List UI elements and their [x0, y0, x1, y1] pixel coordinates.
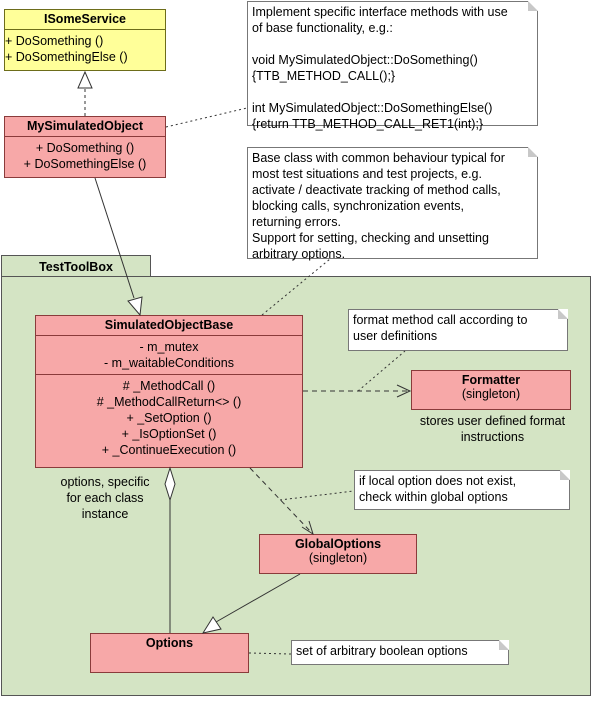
- note-anchor-line: [279, 490, 355, 501]
- class-options[interactable]: Options: [90, 633, 249, 673]
- dependency-arrowhead: [301, 520, 314, 536]
- note-line: {return TTB_METHOD_CALL_RET1(int);}: [252, 117, 484, 131]
- operation: # _MethodCall (): [122, 379, 216, 393]
- note-line: user definitions: [353, 329, 438, 343]
- realization-arrowhead: [77, 70, 93, 89]
- note-anchor-line: [248, 652, 292, 655]
- operation: # _MethodCallReturn<> (): [96, 395, 242, 409]
- operation: + _SetOption (): [126, 411, 212, 425]
- caption-line: stores user defined format: [419, 414, 566, 428]
- class-name: Formatter: [461, 373, 521, 387]
- options-caption: options, specific for each class instanc…: [40, 474, 170, 522]
- note-anchor-line: [261, 258, 331, 316]
- note-line: if local option does not exist,: [359, 474, 517, 488]
- operations-section: + DoSomething () + DoSomethingElse (): [5, 136, 165, 175]
- class-stereotype: (singleton): [308, 551, 368, 565]
- package-tab: TestToolBox: [1, 255, 151, 277]
- attributes-section: - m_mutex - m_waitableConditions: [36, 335, 302, 374]
- note-line: void MySimulatedObject::DoSomething(): [252, 53, 478, 67]
- operations-section: # _MethodCall () # _MethodCallReturn<> (…: [36, 374, 302, 461]
- attribute: - m_waitableConditions: [104, 356, 234, 370]
- note-corner-icon: [499, 640, 509, 650]
- operation: + DoSomething (): [5, 34, 104, 48]
- note-line: set of arbitrary boolean options: [296, 644, 468, 658]
- class-name: SimulatedObjectBase: [104, 318, 234, 332]
- note-line: activate / deactivate tracking of method…: [252, 183, 501, 197]
- class-simulatedobjectbase[interactable]: SimulatedObjectBase - m_mutex - m_waitab…: [35, 315, 303, 468]
- note-line: check within global options: [359, 490, 508, 504]
- class-formatter[interactable]: Formatter (singleton): [411, 370, 571, 410]
- generalization-arrowhead: [127, 296, 143, 317]
- note-line: format method call according to: [353, 313, 528, 327]
- operation: + DoSomething (): [35, 141, 135, 155]
- class-stereotype: (singleton): [461, 387, 521, 401]
- class-isomeservice[interactable]: ISomeService + DoSomething () + DoSometh…: [4, 9, 166, 71]
- generalization-arrowhead: [201, 616, 222, 634]
- note-anchor-line: [357, 350, 406, 392]
- note-line: returning errors.: [252, 215, 341, 229]
- dependency-line: [249, 467, 312, 533]
- note-line: Implement specific interface methods wit…: [252, 5, 508, 19]
- class-globaloptions[interactable]: GlobalOptions (singleton): [259, 534, 417, 574]
- caption-line: instance: [81, 507, 129, 521]
- note-line: Base class with common behaviour typical…: [252, 151, 505, 165]
- note-format: format method call according to user def…: [348, 309, 568, 351]
- generalization-line: [215, 573, 301, 623]
- class-mysimulatedobject[interactable]: MySimulatedObject + DoSomething () + DoS…: [4, 116, 166, 178]
- note-base-class: Base class with common behaviour typical…: [247, 147, 538, 261]
- class-name: MySimulatedObject: [27, 119, 143, 133]
- note-line: most test situations and test projects, …: [252, 167, 482, 181]
- note-corner-icon: [558, 309, 568, 319]
- note-global-lookup: if local option does not exist, check wi…: [354, 470, 570, 510]
- class-name: Options: [145, 636, 194, 650]
- note-line: {TTB_METHOD_CALL();}: [252, 69, 396, 83]
- note-corner-icon: [528, 1, 538, 11]
- attribute: - m_mutex: [139, 340, 199, 354]
- note-line: of base functionality, e.g.:: [252, 21, 393, 35]
- package-name: TestToolBox: [39, 260, 113, 274]
- note-line: arbitrary options.: [252, 247, 346, 261]
- note-corner-icon: [560, 470, 570, 480]
- caption-line: for each class: [66, 491, 144, 505]
- caption-line: options, specific: [60, 475, 150, 489]
- class-name: GlobalOptions: [294, 537, 382, 551]
- operation: + DoSomethingElse (): [5, 50, 128, 64]
- note-interface-implementation: Implement specific interface methods wit…: [247, 1, 538, 131]
- operation: + _ContinueExecution (): [101, 443, 237, 457]
- aggregation-diamond: [164, 466, 176, 502]
- dependency-arrowhead: [396, 384, 412, 398]
- generalization-line: [94, 177, 135, 299]
- note-options-set: set of arbitrary boolean options: [291, 640, 509, 665]
- note-line: int MySimulatedObject::DoSomethingElse(): [252, 101, 493, 115]
- operations-section: + DoSomething () + DoSomethingElse (): [5, 29, 165, 68]
- note-line: blocking calls, synchronization events,: [252, 199, 464, 213]
- formatter-caption: stores user defined format instructions: [400, 413, 585, 445]
- caption-line: instructions: [460, 430, 525, 444]
- note-corner-icon: [528, 147, 538, 157]
- note-line: Support for setting, checking and unsett…: [252, 231, 489, 245]
- operation: + _IsOptionSet (): [121, 427, 217, 441]
- class-name: ISomeService: [44, 12, 126, 26]
- operation: + DoSomethingElse (): [23, 157, 147, 171]
- note-anchor-line: [165, 107, 248, 128]
